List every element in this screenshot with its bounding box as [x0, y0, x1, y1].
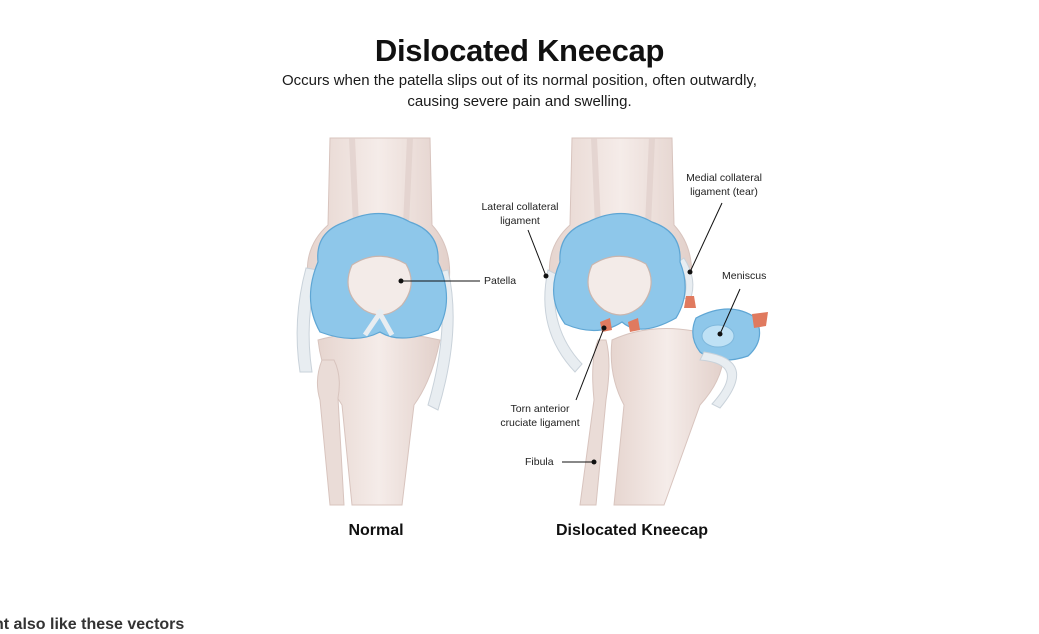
label-lateral-line-1: Lateral collateral	[481, 201, 559, 213]
caption-dislocated: Dislocated Kneecap	[555, 522, 709, 539]
normal-fibula	[316, 359, 345, 506]
meniscus-pointer-line	[719, 288, 741, 335]
lateral-ligament-pointer-line	[527, 229, 547, 277]
label-lateral-line-2: ligament	[500, 215, 540, 227]
normal-patella	[347, 255, 412, 316]
label-lateral-collateral-ligament: Lateral collateral ligament	[470, 200, 570, 228]
torn-acl-fragment-2	[628, 318, 640, 332]
medial-ligament-pointer-line	[689, 202, 723, 273]
meniscus-pointer-dot	[717, 331, 723, 337]
subtitle-line-2: causing severe pain and swelling.	[407, 93, 632, 110]
label-torn-acl: Torn anterior cruciate ligament	[490, 402, 590, 430]
meniscus-tear	[752, 312, 768, 328]
caption-normal: Normal	[348, 522, 404, 539]
label-meniscus: Meniscus	[722, 270, 767, 282]
medial-ligament-pointer-dot	[687, 269, 693, 275]
dislocated-tibia	[610, 327, 725, 506]
label-patella: Patella	[484, 275, 517, 287]
related-vectors-heading: ht also like these vectors	[0, 616, 185, 633]
dislocated-knee	[527, 137, 768, 506]
label-acl-line-1: Torn anterior	[510, 403, 570, 415]
label-acl-line-2: cruciate ligament	[500, 417, 580, 429]
displaced-meniscus-inner	[701, 324, 735, 348]
label-medial-line-1: Medial collateral	[686, 172, 762, 184]
label-medial-line-2: ligament (tear)	[690, 186, 758, 198]
subtitle-line-1: Occurs when the patella slips out of its…	[282, 72, 757, 89]
dislocated-patella	[587, 255, 652, 316]
page-title: Dislocated Kneecap	[374, 33, 665, 68]
torn-acl-pointer-line	[575, 327, 605, 401]
subtitle: Occurs when the patella slips out of its…	[0, 70, 1039, 112]
torn-acl-pointer-dot	[601, 325, 607, 331]
label-medial-collateral-ligament: Medial collateral ligament (tear)	[672, 171, 776, 199]
medial-ligament-tear	[684, 296, 696, 308]
label-fibula: Fibula	[525, 456, 554, 468]
dislocated-fibula	[579, 339, 610, 506]
fibula-pointer-dot	[591, 459, 597, 465]
normal-knee	[296, 137, 480, 506]
lateral-ligament-pointer-dot	[543, 273, 549, 279]
